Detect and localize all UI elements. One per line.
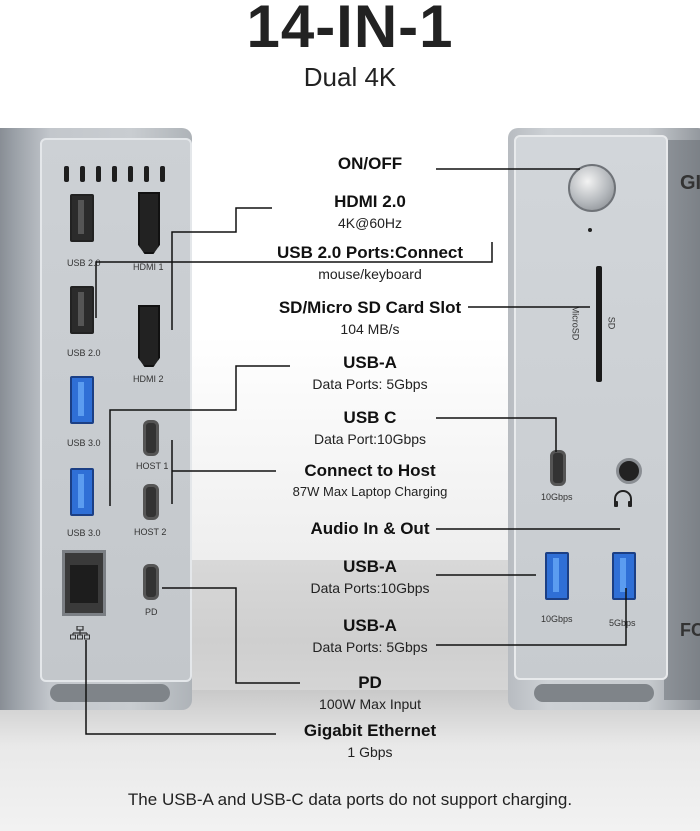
callout-heading: USB-A [343,353,397,372]
callout-subtext: 1 Gbps [347,744,393,760]
brand-text: GI [680,172,700,194]
headphone-icon [612,488,634,510]
callout-heading: USB C [343,408,397,427]
hdmi-port-1 [138,192,160,254]
pd-label: PD [145,607,158,617]
callout-usbc: USB C Data Port:10Gbps [250,408,490,447]
pd-usbc-port [143,564,159,600]
ethernet-port [62,550,106,616]
callout-pd: PD 100W Max Input [250,673,490,712]
page-title: 14-IN-1 [246,0,454,60]
host1-label: HOST 1 [136,461,169,471]
host2-usbc-port [143,484,159,520]
callout-usb2: USB 2.0 Ports:Connect mouse/keyboard [244,243,496,282]
callout-heading: USB 2.0 Ports:Connect [276,243,464,262]
audio-jack [616,458,642,484]
callout-heading: USB-A [343,557,397,576]
callout-heading: PD [358,673,382,692]
footer-disclaimer: The USB-A and USB-C data ports do not su… [127,790,573,809]
line-host [171,440,276,504]
callout-ethernet: Gigabit Ethernet 1 Gbps [250,721,490,760]
power-button-icon [568,164,616,212]
callout-usba-5gbps-right: USB-A Data Ports: 5Gbps [250,616,490,655]
ethernet-icon [70,625,90,640]
host2-label: HOST 2 [134,527,167,537]
callout-host: Connect to Host 87W Max Laptop Charging [250,461,490,499]
usbc-10gbps-label: 10Gbps [541,492,573,502]
callout-heading: ON/OFF [337,154,403,173]
line-usb-a-5gbps-left [109,365,290,506]
callout-subtext: 87W Max Laptop Charging [292,484,448,499]
callout-subtext: 4K@60Hz [337,215,403,231]
right-dock-panel [514,135,668,680]
line-usb2 [95,242,493,318]
hdmi-port-1-label: HDMI 1 [133,262,164,272]
callout-heading: Connect to Host [304,461,436,480]
callout-subtext: Data Ports: 5Gbps [312,639,428,655]
callout-subtext: 100W Max Input [319,696,421,712]
usba-5gbps-port [612,552,636,600]
callout-hdmi: HDMI 2.0 4K@60Hz [250,192,490,231]
hdmi-port-2 [138,305,160,367]
callout-heading: USB-A [343,616,397,635]
line-hdmi [171,207,272,330]
usb2-port-1-label: USB 2.0 [67,258,101,268]
left-dock-foot [50,684,170,702]
line-usbc-right [436,417,557,452]
usbc-10gbps-port [550,450,566,486]
usb2-port-1 [70,194,94,242]
callout-subtext: Data Ports:10Gbps [310,580,430,596]
line-pd [162,587,300,684]
right-dock-side [664,140,700,700]
callout-subtext: Data Ports: 5Gbps [312,376,428,392]
table-surface [0,690,700,831]
callout-subtext: 104 MB/s [340,321,400,337]
host1-usbc-port [143,420,159,456]
callout-heading: Gigabit Ethernet [303,721,437,740]
usb3-port-1-label: USB 3.0 [67,438,101,448]
right-dock-foot [534,684,654,702]
power-led [588,228,592,232]
callout-heading: Audio In & Out [310,519,430,538]
sd-card-slot [596,266,602,382]
usba-10gbps-label: 10Gbps [541,614,573,624]
fcc-mark: FC [680,620,700,640]
page-subtitle: Dual 4K [303,62,397,92]
callout-heading: SD/Micro SD Card Slot [278,298,462,317]
line-usba-5gbps-right [436,588,627,646]
usb2-port-2 [70,286,94,334]
usb3-port-1 [70,376,94,424]
callout-usba-10gbps: USB-A Data Ports:10Gbps [250,557,490,596]
line-ethernet [85,640,276,735]
callout-subtext: mouse/keyboard [318,266,422,282]
callout-audio: Audio In & Out [250,519,490,539]
hdmi-port-2-label: HDMI 2 [133,374,164,384]
usb3-port-2 [70,468,94,516]
callout-subtext: Data Port:10Gbps [313,431,427,447]
usb2-port-2-label: USB 2.0 [67,348,101,358]
callout-usba-5gbps-left: USB-A Data Ports: 5Gbps [250,353,490,392]
usb3-port-2-label: USB 3.0 [67,528,101,538]
callout-onoff: ON/OFF [250,154,490,174]
callout-heading: HDMI 2.0 [334,192,406,211]
usba-10gbps-port [545,552,569,600]
callout-sd: SD/Micro SD Card Slot 104 MB/s [250,298,490,337]
usba-5gbps-label: 5Gbps [609,618,636,628]
